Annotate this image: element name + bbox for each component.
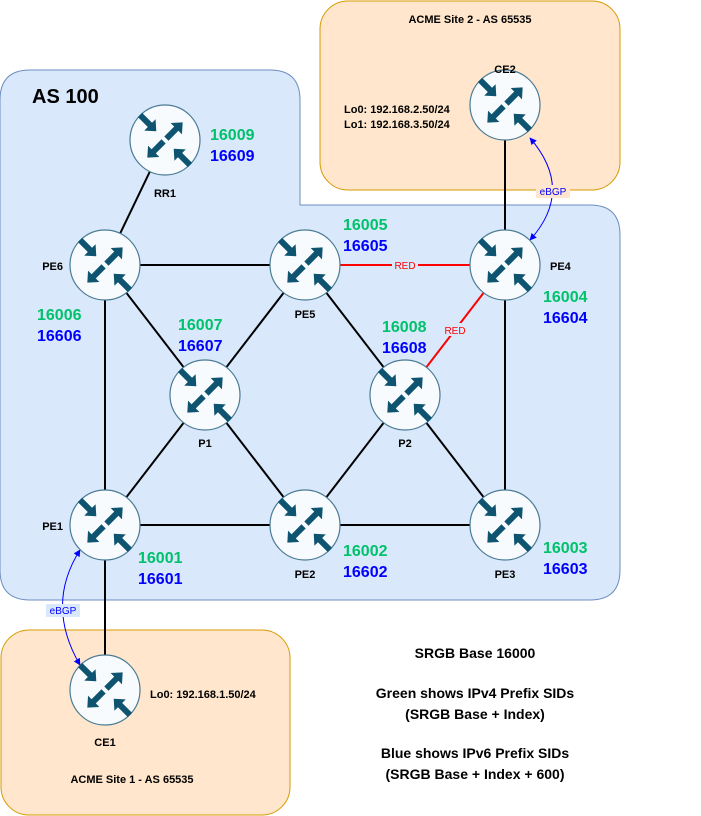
ipv4-prefix-sid: 16005 (343, 217, 388, 234)
router-name: PE6 (42, 261, 63, 273)
router-icon (377, 367, 433, 423)
router-name: PE1 (42, 521, 63, 533)
router-pe6[interactable]: PE6 16006 16606 (37, 229, 141, 345)
site2-loopback-1: Lo1: 192.168.3.50/24 (344, 119, 451, 131)
router-pe3[interactable]: PE3 16003 16603 (469, 489, 588, 581)
link-label-bg (442, 323, 468, 336)
router-name: PE5 (295, 309, 316, 321)
router-rr1[interactable]: RR1 16009 16609 (129, 104, 255, 200)
router-pe1[interactable]: PE1 16001 16601 (42, 489, 183, 588)
ipv4-prefix-sid: 16004 (543, 289, 588, 306)
router-icon (177, 367, 233, 423)
router-pe4[interactable]: PE4 16004 16604 (469, 229, 588, 327)
ipv4-note-line1: Green shows IPv4 Prefix SIDs (376, 685, 575, 701)
ipv4-prefix-sid: 16003 (543, 540, 588, 557)
ipv4-prefix-sid: 16007 (178, 317, 223, 334)
router-icon (77, 497, 133, 553)
site1-box (0, 629, 291, 816)
srgb-note: SRGB Base 16000 (415, 645, 536, 661)
router-ce2[interactable]: CE2 (469, 64, 541, 141)
router-p2[interactable]: P2 16008 16608 (369, 319, 441, 450)
site1-loopback-0: Lo0: 192.168.1.50/24 (150, 689, 257, 701)
router-pe2[interactable]: PE2 16002 16602 (269, 489, 388, 581)
ipv6-prefix-sid: 16608 (382, 340, 427, 357)
ipv6-prefix-sid: 16601 (138, 571, 183, 588)
router-icon (477, 497, 533, 553)
ebgp-label-bg (536, 185, 570, 198)
router-name: PE2 (295, 569, 316, 581)
ipv6-prefix-sid: 16609 (210, 148, 255, 165)
as100-region (0, 69, 621, 601)
router-icon (277, 497, 333, 553)
ipv6-prefix-sid: 16602 (343, 564, 388, 581)
router-name: P1 (198, 438, 211, 450)
router-icon (277, 237, 333, 293)
router-name: PE3 (495, 569, 516, 581)
router-icon (137, 112, 193, 168)
ebgp-label-bg (46, 604, 80, 617)
router-ce1[interactable]: CE1 (69, 654, 141, 749)
router-name: RR1 (154, 188, 176, 200)
ipv6-note-line2: (SRGB Base + Index + 600) (386, 766, 565, 782)
ipv6-note-line1: Blue shows IPv6 Prefix SIDs (381, 745, 570, 761)
router-name: PE4 (550, 261, 572, 273)
router-name: CE2 (494, 64, 515, 76)
router-icon (77, 237, 133, 293)
site2-loopback-0: Lo0: 192.168.2.50/24 (344, 104, 451, 116)
ebgp-label: eBGP (540, 187, 567, 198)
ipv6-prefix-sid: 16606 (37, 328, 82, 345)
router-p1[interactable]: P1 16007 16607 (169, 317, 241, 450)
link-label-bg (392, 258, 418, 271)
ipv6-prefix-sid: 16603 (543, 561, 588, 578)
ipv4-prefix-sid: 16001 (138, 550, 183, 567)
ipv4-prefix-sid: 16008 (382, 319, 427, 336)
router-icon (77, 662, 133, 718)
ipv4-prefix-sid: 16002 (343, 543, 388, 560)
router-name: P2 (398, 438, 411, 450)
as100-title: AS 100 (32, 86, 99, 108)
site2-box (319, 0, 621, 191)
ipv4-prefix-sid: 16009 (210, 127, 255, 144)
ipv4-prefix-sid: 16006 (37, 307, 82, 324)
router-icon (477, 237, 533, 293)
link-label-red: RED (444, 326, 465, 337)
ipv6-prefix-sid: 16607 (178, 338, 223, 355)
router-name: CE1 (94, 737, 115, 749)
legend-notes: SRGB Base 16000 Green shows IPv4 Prefix … (376, 645, 575, 782)
router-pe5[interactable]: PE5 16005 16605 (269, 217, 388, 321)
ipv6-prefix-sid: 16605 (343, 238, 388, 255)
ebgp-label: eBGP (50, 606, 77, 617)
ipv4-note-line2: (SRGB Base + Index) (405, 706, 545, 722)
site2-title: ACME Site 2 - AS 65535 (408, 14, 531, 26)
ipv6-prefix-sid: 16604 (543, 310, 588, 327)
site1-title: ACME Site 1 - AS 65535 (70, 774, 193, 786)
router-icon (477, 77, 533, 133)
link-label-red: RED (394, 261, 415, 272)
